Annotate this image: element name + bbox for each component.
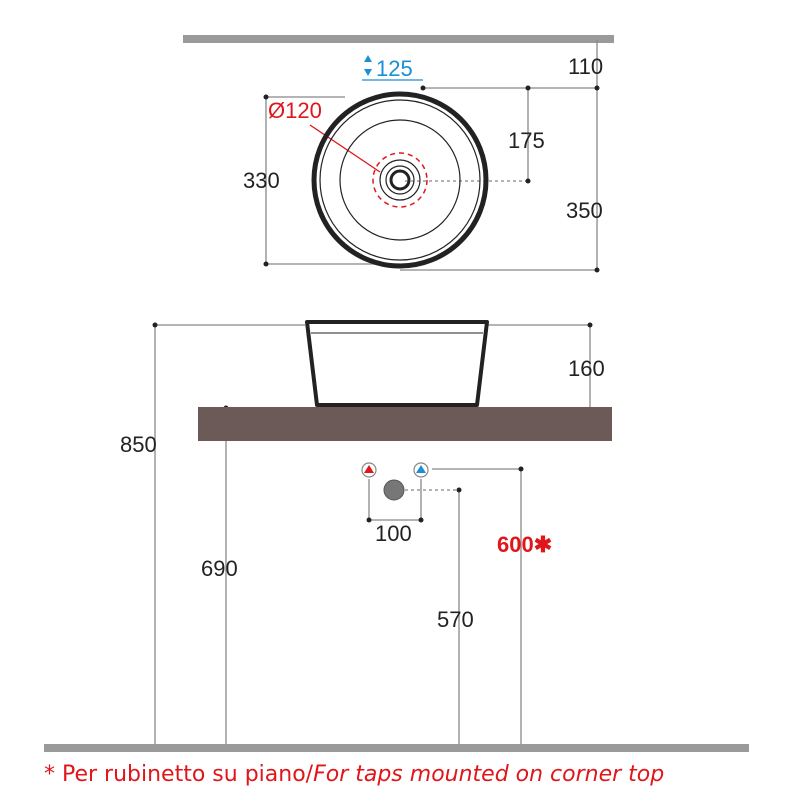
counter-top — [198, 407, 612, 441]
basin-outer-rim — [311, 91, 489, 269]
dim-supply-height: 600✱ — [497, 532, 552, 557]
drain-ring-middle — [385, 165, 415, 195]
footnote-english: For taps mounted on corner top — [313, 762, 665, 787]
dim-width: 330 — [243, 168, 280, 193]
dim-wall-to-center: 110 — [568, 54, 603, 79]
cold-water-icon — [413, 462, 429, 478]
footnote-italian: * Per rubinetto su piano/ — [44, 762, 314, 787]
dim-center-offset: 175 — [508, 128, 545, 153]
dim-drain-diameter: Ø120 — [268, 98, 322, 123]
dim-basin-height: 160 — [568, 356, 605, 381]
front-view-dimension-lines — [154, 324, 591, 748]
wall-top — [183, 35, 614, 43]
basin-elevation — [305, 320, 489, 407]
drain-ring-inner — [389, 169, 411, 191]
basin-inner-rim — [319, 99, 481, 261]
basin-bowl — [339, 119, 461, 241]
footnote: * Per rubinetto su piano/For taps mounte… — [44, 762, 784, 787]
dim-tap-hole: 125 — [376, 56, 413, 81]
dim-total-height: 850 — [120, 432, 157, 457]
drain-ring-outer — [379, 159, 421, 201]
drain-icon — [383, 479, 405, 501]
top-view-dimension-lines — [265, 40, 598, 271]
dim-depth: 350 — [566, 198, 603, 223]
dim-supply-spacing: 100 — [375, 521, 412, 546]
dim-counter-height: 690 — [201, 556, 238, 581]
hot-water-icon — [361, 462, 377, 478]
vertical-arrow-icon — [364, 55, 372, 76]
dim-drain-height: 570 — [437, 607, 474, 632]
floor-line — [44, 744, 749, 752]
drain-outline — [372, 152, 428, 208]
top-view-dimension-dots — [263, 85, 600, 273]
